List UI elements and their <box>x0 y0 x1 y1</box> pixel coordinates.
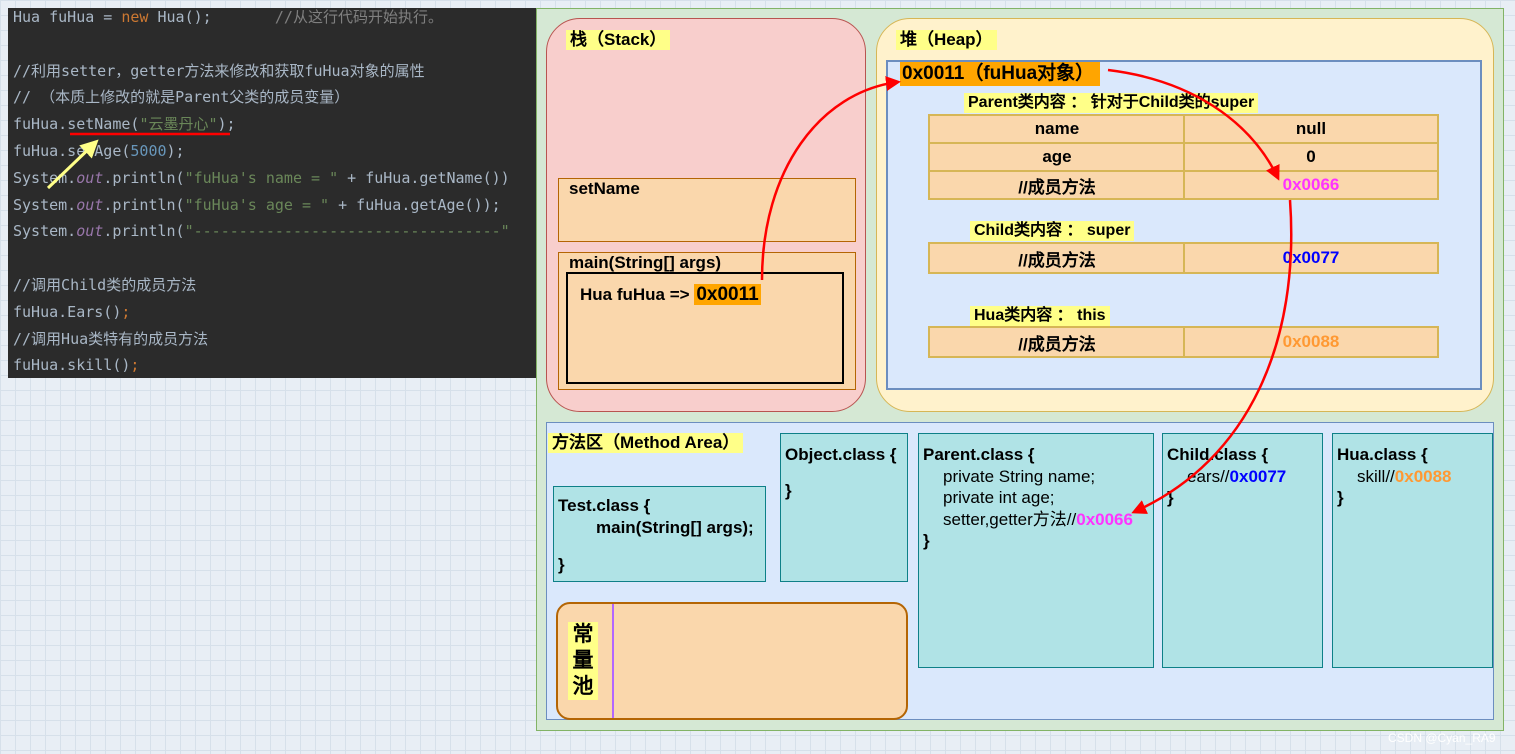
object-class-line1: Object.class { <box>785 445 897 464</box>
child-row-method-key: //成员方法 <box>928 242 1186 274</box>
hua-content-title: Hua类内容 ： this <box>970 306 1110 326</box>
code-line-12: fuHua.Ears(); <box>13 302 131 321</box>
parent-row-method-value: 0x0066 <box>1183 170 1439 200</box>
parent-class-line2: private String name; <box>943 466 1096 486</box>
parent-row-age-key: age <box>928 142 1186 172</box>
setname-frame-label: setName <box>569 179 640 198</box>
fuhua-variable-address: 0x0011 <box>694 284 761 305</box>
heap-label: 堆（Heap） <box>896 30 997 50</box>
code-line-3: //利用setter，getter方法来修改和获取fuHua对象的属性 <box>13 61 425 80</box>
code-line-4: // （本质上修改的就是Parent父类的成员变量） <box>13 88 350 107</box>
parent-class-line1: Parent.class { <box>923 445 1035 464</box>
object-class-line2: } <box>785 480 792 500</box>
hua-row-method-key: //成员方法 <box>928 326 1186 358</box>
code-line-1: Hua fuHua = new Hua(); //从这行代码开始执行。 <box>13 8 443 26</box>
hua-row-method-value: 0x0088 <box>1183 326 1439 358</box>
parent-class-line5: } <box>923 531 930 550</box>
code-line-6: fuHua.setAge(5000); <box>13 141 185 160</box>
object-class-box: Object.class { } <box>780 433 908 582</box>
stack-label: 栈（Stack） <box>566 30 671 50</box>
setname-frame: setName <box>558 178 856 242</box>
code-line-14: fuHua.skill(); <box>13 356 140 375</box>
child-content-title: Child类内容 ： super <box>970 221 1135 241</box>
code-line-8: System.out.println("fuHua's age = " + fu… <box>13 195 501 214</box>
parent-row-name-key: name <box>928 114 1186 144</box>
main-frame-label: main(String[] args) <box>569 253 722 272</box>
arrow-object-to-method-ref <box>1107 68 1280 181</box>
code-line-13: //调用Hua类特有的成员方法 <box>13 329 209 348</box>
code-panel: Hua fuHua = new Hua(); //从这行代码开始执行。 //利用… <box>8 8 536 378</box>
test-class-line1: Test.class { <box>558 496 651 515</box>
child-class-line1: Child.class { <box>1167 445 1269 464</box>
fuhua-variable-box: Hua fuHua => 0x0011 <box>566 272 844 384</box>
method-area-label: 方法区（Method Area） <box>548 433 744 453</box>
watermark: CSDN @Cyan_RA9 <box>1388 731 1496 745</box>
child-class-line3: } <box>1167 488 1174 507</box>
parent-row-method-key: //成员方法 <box>928 170 1186 200</box>
constant-pool-divider <box>612 604 614 718</box>
parent-row-name-value: null <box>1183 114 1439 144</box>
hua-class-box: Hua.class { skill//0x0088 } <box>1332 433 1493 668</box>
fuhua-variable-text: Hua fuHua => <box>580 285 690 304</box>
hua-class-line3: } <box>1337 488 1344 507</box>
constant-pool-char-2: 量 <box>568 648 598 674</box>
reference-arrow-stack-to-heap <box>760 76 901 281</box>
object-title: 0x0011（fuHua对象） <box>900 62 1101 86</box>
arrow-method-ref-to-parent-class <box>1131 199 1293 514</box>
parent-class-line4: setter,getter方法//0x0066 <box>943 509 1133 529</box>
code-line-5: fuHua.setName("云墨丹心"); <box>13 115 236 134</box>
constant-pool-char-3: 池 <box>568 674 598 700</box>
test-class-line3: } <box>558 555 565 574</box>
hua-class-line1: Hua.class { <box>1337 445 1428 464</box>
code-line-9: System.out.println("--------------------… <box>13 222 510 241</box>
hua-class-line2: skill//0x0088 <box>1357 466 1452 486</box>
constant-pool <box>556 602 908 720</box>
constant-pool-label: 常 量 池 <box>568 622 598 700</box>
execution-pointer-arrow <box>46 139 99 190</box>
test-class-line2: main(String[] args); <box>596 517 754 537</box>
parent-class-box: Parent.class { private String name; priv… <box>918 433 1154 668</box>
code-line-7: System.out.println("fuHua's name = " + f… <box>13 168 510 187</box>
child-row-method-value: 0x0077 <box>1183 242 1439 274</box>
constant-pool-char-1: 常 <box>568 622 598 648</box>
parent-class-line3: private int age; <box>943 488 1055 507</box>
test-class-box: Test.class { main(String[] args); } <box>553 486 766 582</box>
code-line-11: //调用Child类的成员方法 <box>13 275 197 294</box>
parent-content-title: Parent类内容 ： 针对于Child类的super <box>964 93 1259 113</box>
